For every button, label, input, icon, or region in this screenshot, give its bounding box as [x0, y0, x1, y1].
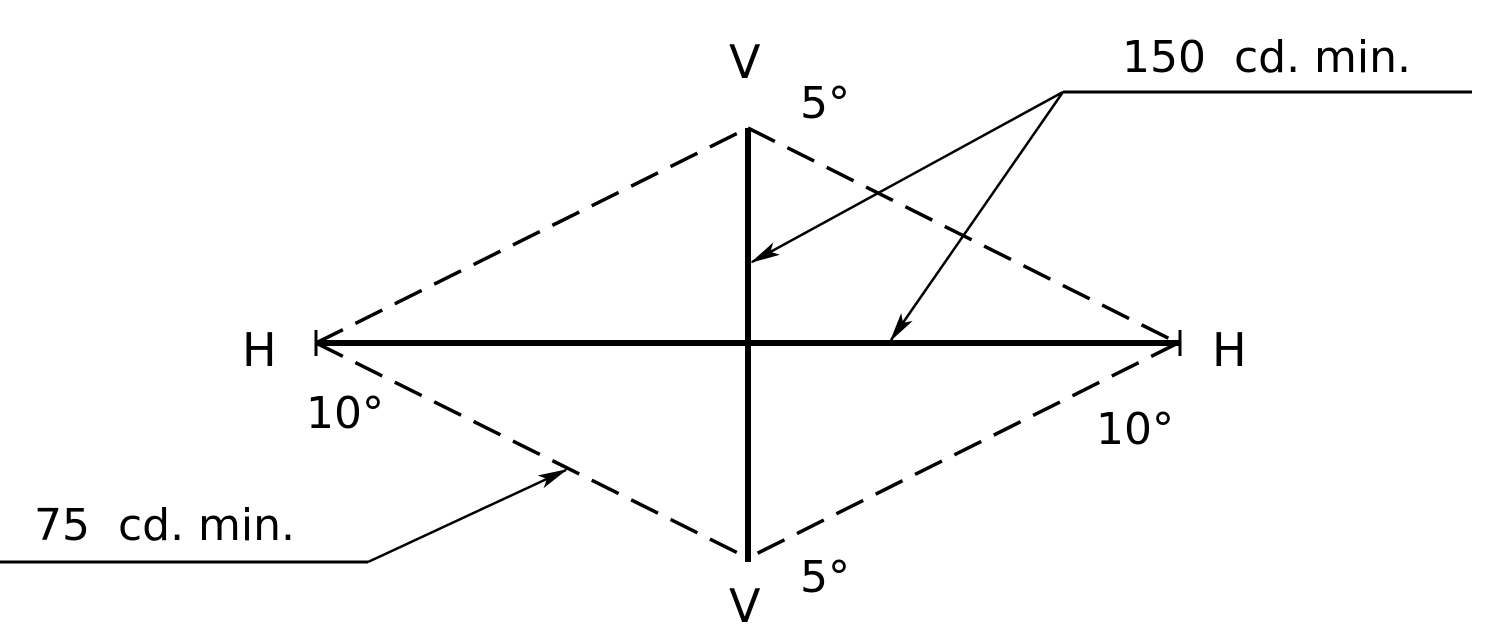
label-v-bottom: V: [729, 579, 761, 628]
dashed-edge-bottom-right: [747, 341, 1179, 560]
label-h-right: H: [1212, 323, 1247, 377]
callout-150-text: 150 cd. min.: [1122, 32, 1411, 83]
angle-label-right: 10°: [1096, 404, 1174, 455]
angle-label-bottom-right: 5°: [800, 552, 850, 603]
callout-75-text: 75 cd. min.: [34, 500, 295, 551]
callout-75-arrow: [367, 468, 568, 564]
label-v-top: V: [729, 35, 761, 89]
callout-150-arrow-to-horizontal: [889, 91, 1065, 342]
angle-label-top-right: 5°: [800, 78, 850, 129]
angle-label-left: 10°: [306, 388, 384, 439]
dashed-edge-top-left: [315, 126, 749, 345]
dashed-edge-bottom-left: [315, 341, 749, 560]
label-h-left: H: [242, 323, 277, 377]
callout-150-arrow-to-vertical: [750, 90, 1064, 264]
